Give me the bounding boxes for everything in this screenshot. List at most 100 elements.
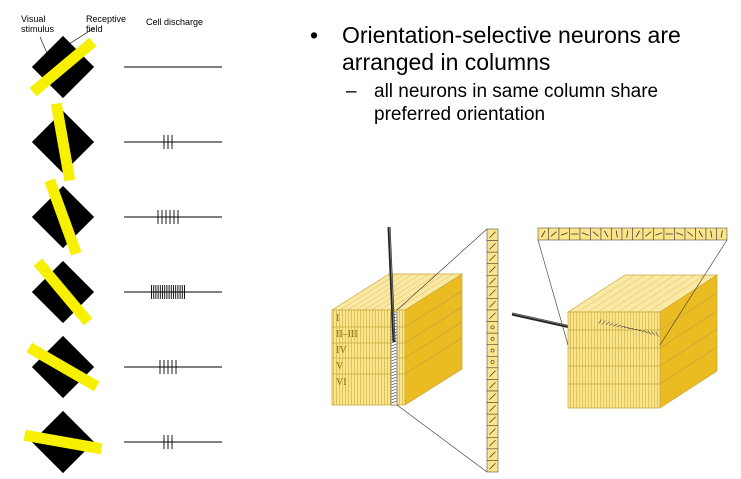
hstrip-tick xyxy=(645,231,652,237)
block-right-top-stripes xyxy=(577,274,706,313)
vstrip-tick xyxy=(489,243,496,250)
hstrip-tick xyxy=(550,231,557,237)
hstrip-tick xyxy=(687,231,694,237)
hstrip-tick xyxy=(592,231,599,237)
hstrip-tick xyxy=(541,230,546,238)
layer-label-1: I xyxy=(336,313,339,324)
column-tick xyxy=(391,391,397,395)
oblique-track-ticks xyxy=(598,319,659,337)
column-tick xyxy=(391,379,397,383)
vstrip-tick xyxy=(489,451,496,458)
trial-1 xyxy=(29,35,222,99)
vstrip-dot xyxy=(490,360,495,364)
oblique-tick xyxy=(620,325,626,328)
block-right-front-stripes xyxy=(568,312,660,408)
receptive-field-pointer xyxy=(65,27,95,47)
column-tick xyxy=(391,343,397,347)
vstrip-tick xyxy=(489,462,496,470)
oblique-tick xyxy=(643,330,648,334)
vstrip-dot xyxy=(490,325,495,330)
hstrip-tick xyxy=(626,230,629,238)
horizontal-orientation-strip xyxy=(537,227,728,241)
vstrip-dot xyxy=(490,348,495,353)
trial-2 xyxy=(31,102,222,182)
vstrip-tick xyxy=(489,231,496,239)
column-tick xyxy=(391,376,397,380)
layer-label-3: IV xyxy=(336,345,347,356)
oblique-tick xyxy=(598,319,602,324)
vstrip-tick xyxy=(489,416,496,424)
bullet-sub: – all neurons in same column share prefe… xyxy=(310,80,730,126)
column-tick xyxy=(391,394,397,398)
column-tick xyxy=(391,373,397,377)
layer-label-5: VI xyxy=(336,377,347,388)
hstrip-tick xyxy=(635,230,640,238)
cortex-block-right xyxy=(566,274,719,409)
vstrip-tick xyxy=(489,370,496,377)
oblique-tick xyxy=(655,332,659,337)
stimulus-bar xyxy=(50,102,76,182)
column-tick xyxy=(391,358,397,362)
column-tick xyxy=(391,382,397,386)
electrode-vertical-highlight xyxy=(389,226,395,341)
block-right-layer-lines xyxy=(568,292,718,385)
oblique-tick xyxy=(616,324,622,327)
oblique-tick xyxy=(612,323,618,327)
trial-4 xyxy=(31,258,222,326)
layer-labels: I II–III IV V VI xyxy=(336,313,358,388)
hstrip-tick xyxy=(615,230,618,238)
vstrip-tick xyxy=(489,277,496,285)
column-tick xyxy=(391,364,397,368)
vstrip-dot xyxy=(490,337,495,341)
block-left-layer-lines xyxy=(332,290,463,375)
column-tick xyxy=(391,349,397,353)
trial-5 xyxy=(26,335,222,399)
bullet-dash: – xyxy=(346,81,357,102)
hstrip-tick xyxy=(720,230,723,238)
column-tick xyxy=(391,367,397,371)
vstrip-cell xyxy=(486,321,499,334)
label-cell-discharge: Cell discharge xyxy=(146,17,204,27)
bullet-list: • Orientation-selective neurons are arra… xyxy=(310,22,730,126)
vstrip-tick xyxy=(489,266,496,273)
zoom-lines-horizontal xyxy=(537,239,728,346)
hstrip-tick xyxy=(655,232,663,236)
hstrip-tick xyxy=(676,232,684,236)
vstrip-tick xyxy=(489,312,496,320)
oblique-tick xyxy=(651,331,655,336)
oblique-tick xyxy=(609,322,614,326)
layer-label-2: II–III xyxy=(336,329,358,340)
stimulus-bar xyxy=(44,178,82,256)
label-receptive-field: Receptive field xyxy=(86,14,127,34)
column-tick xyxy=(391,370,397,374)
oblique-tick xyxy=(647,330,652,335)
vertical-orientation-strip xyxy=(486,228,499,473)
hstrip-tick xyxy=(560,232,568,236)
vstrip-tick xyxy=(489,405,496,412)
vstrip-tick xyxy=(489,300,496,308)
electrode-vertical xyxy=(387,226,396,343)
cortex-block-left xyxy=(330,273,464,406)
column-tick xyxy=(391,397,397,401)
oblique-tick xyxy=(639,329,645,333)
block-left-top-stripes xyxy=(339,273,454,311)
hstrip-tick xyxy=(581,232,589,236)
column-tick xyxy=(391,352,397,356)
vstrip-tick xyxy=(489,381,496,389)
column-tick xyxy=(391,388,397,392)
hstrip-tick xyxy=(604,230,609,238)
vstrip-tick xyxy=(489,439,496,447)
column-tick xyxy=(391,361,397,365)
vstrip-cell xyxy=(486,344,499,357)
zoom-lines-vertical xyxy=(396,228,488,473)
oblique-tick xyxy=(602,320,606,325)
column-tick xyxy=(391,355,397,359)
bullet-main: • Orientation-selective neurons are arra… xyxy=(310,22,730,76)
label-visual-stimulus: Visual stimulus xyxy=(21,14,55,34)
bullet-main-text: Orientation-selective neurons are arrang… xyxy=(342,22,681,75)
bullet-dot: • xyxy=(310,22,319,48)
oblique-tick xyxy=(605,321,610,326)
vstrip-cell xyxy=(486,356,499,369)
vstrip-tick xyxy=(489,289,496,296)
